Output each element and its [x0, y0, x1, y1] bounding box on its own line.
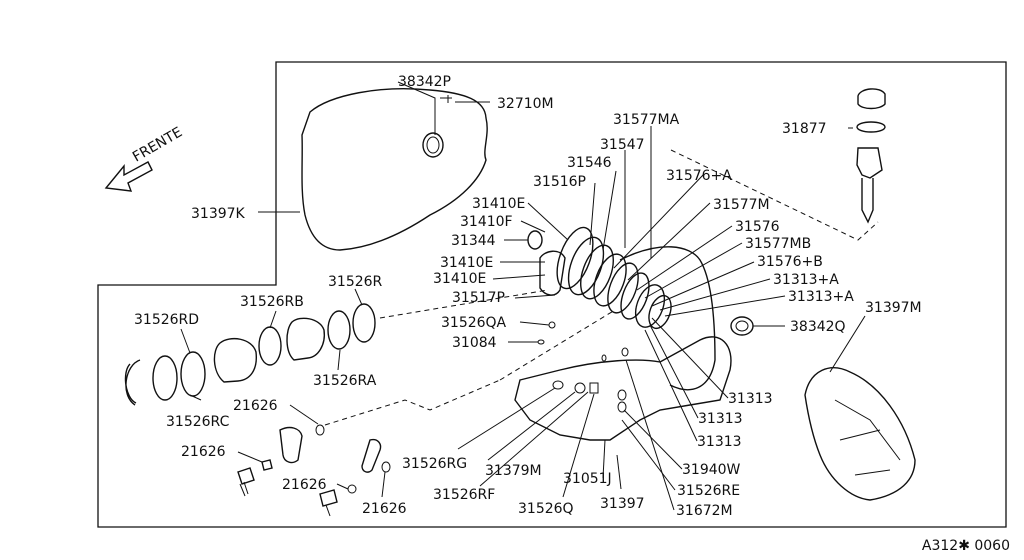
part-label-31577mb: 31577MB	[745, 236, 811, 252]
reference-code: A312✱ 0060	[921, 538, 1010, 554]
ring-31526r	[352, 303, 376, 343]
sensor-31877	[856, 88, 886, 224]
part-label-31576a: 31576+A	[666, 168, 732, 184]
part-label-31526rb: 31526RB	[240, 294, 304, 310]
part-label-31397m: 31397M	[865, 300, 922, 316]
part-labels: 38342P 32710M 31397K 31577MA 31547 31546…	[134, 74, 922, 519]
bolts-and-pipes	[237, 321, 629, 517]
part-label-31577ma: 31577MA	[613, 112, 680, 128]
part-label-31410e-3: 31410E	[433, 271, 486, 287]
part-label-38342q: 38342Q	[790, 319, 846, 335]
part-label-31379m: 31379M	[485, 463, 542, 479]
part-label-31313-1: 31313	[728, 391, 773, 407]
part-label-32710m: 32710M	[497, 96, 554, 112]
ring-31526rc	[180, 351, 206, 397]
part-label-31397k: 31397K	[191, 206, 246, 222]
cover-31397m	[804, 367, 916, 501]
part-label-21626-4: 21626	[362, 501, 407, 517]
seal-38342p	[422, 132, 444, 158]
valve-body	[514, 336, 732, 441]
part-label-31313-3: 31313	[697, 434, 742, 450]
part-label-31526re: 31526RE	[677, 483, 740, 499]
front-direction-arrow: FRENTE	[104, 124, 185, 192]
part-label-31344: 31344	[451, 233, 496, 249]
part-label-31546: 31546	[567, 155, 612, 171]
part-label-31577m: 31577M	[713, 197, 770, 213]
snap-ring	[124, 359, 141, 406]
part-label-31410e-1: 31410E	[472, 196, 525, 212]
part-label-31084: 31084	[452, 335, 497, 351]
part-label-31410e-2: 31410E	[440, 255, 493, 271]
part-label-31526q: 31526Q	[518, 501, 574, 517]
part-label-31877: 31877	[782, 121, 827, 137]
part-label-31576b: 31576+B	[757, 254, 823, 270]
part-label-21626-3: 21626	[282, 477, 327, 493]
part-label-31526ra: 31526RA	[313, 373, 377, 389]
direction-label: FRENTE	[130, 124, 185, 165]
part-label-21626-2: 21626	[181, 444, 226, 460]
part-label-31940w: 31940W	[682, 462, 741, 478]
part-label-31313a-2: 31313+A	[788, 289, 854, 305]
part-label-31526rd: 31526RD	[134, 312, 199, 328]
part-label-31576: 31576	[735, 219, 780, 235]
gasket-31397k	[301, 88, 488, 251]
part-label-31526rf: 31526RF	[433, 487, 495, 503]
leader-lines	[180, 81, 866, 511]
part-label-31672m: 31672M	[676, 503, 733, 519]
ring-31526ra	[327, 310, 351, 350]
part-label-31313-2: 31313	[698, 411, 743, 427]
seal-38342q	[730, 316, 754, 336]
part-label-31516p: 31516P	[533, 174, 586, 190]
ring-31526rb	[258, 326, 282, 366]
part-label-21626-1: 21626	[233, 398, 278, 414]
part-label-31313a-1: 31313+A	[773, 272, 839, 288]
part-label-38342p: 38342P	[398, 74, 451, 90]
part-label-31410f: 31410F	[460, 214, 513, 230]
ring-31526rd	[152, 355, 178, 401]
part-label-31517p: 31517P	[452, 290, 505, 306]
part-label-31526qa: 31526QA	[441, 315, 507, 331]
part-label-31397: 31397	[600, 496, 645, 512]
part-label-31526rc: 31526RC	[166, 414, 230, 430]
part-label-31051j: 31051J	[563, 471, 612, 487]
clutch-pack	[527, 226, 716, 391]
part-label-31526rg: 31526RG	[402, 456, 467, 472]
piston-1	[286, 317, 325, 361]
piston-2	[213, 337, 257, 383]
diagram-frame	[97, 61, 1007, 528]
part-label-31547: 31547	[600, 137, 645, 153]
part-label-31526r: 31526R	[328, 274, 383, 290]
